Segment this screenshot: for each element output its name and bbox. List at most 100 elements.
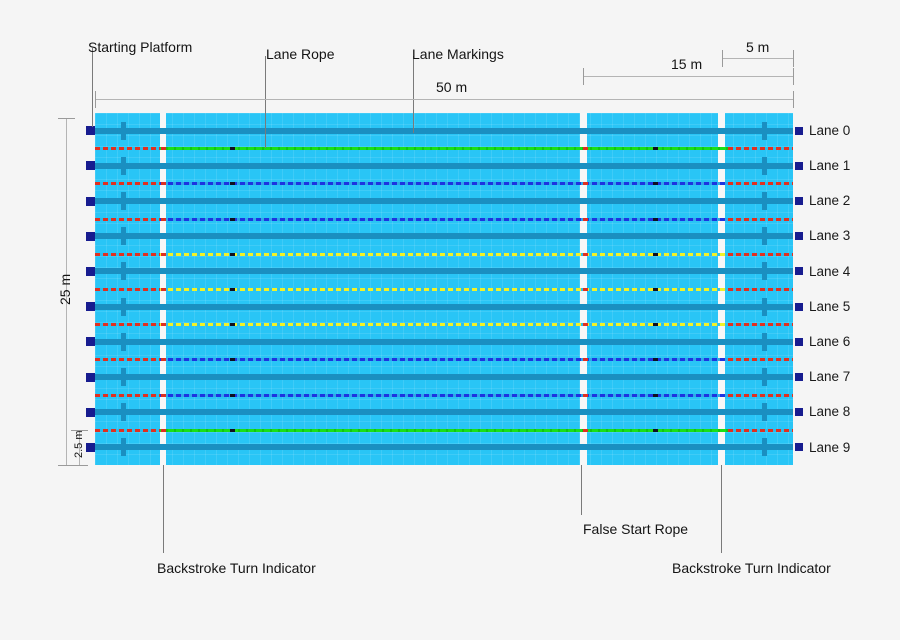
lane-marking <box>95 303 793 310</box>
leader-line-starting-platform <box>92 48 93 127</box>
rope-segment <box>728 288 793 291</box>
lane-marking <box>95 374 793 380</box>
leader-line-lane-rope <box>265 56 266 148</box>
lane-marking-tbar-right <box>762 156 767 175</box>
rope-segment <box>160 393 728 397</box>
lane-swatch-icon <box>795 373 803 381</box>
dimension-label-mark_15m: 15 m <box>671 56 703 72</box>
lane-marking-tbar-left <box>121 438 126 457</box>
rope-marker <box>161 288 166 291</box>
rope-segment <box>728 182 793 186</box>
rope-marker <box>230 393 235 397</box>
dimension-label-mark_5m: 5 m <box>746 39 770 55</box>
rope-marker <box>230 217 235 221</box>
lane-marking-tbar-right <box>762 438 767 457</box>
rope-marker <box>653 182 658 186</box>
rope-segment <box>160 217 728 221</box>
annotation-label-backstroke-turn-left: Backstroke Turn Indicator <box>157 560 316 576</box>
dimension-tick-length_50m-1 <box>793 91 794 108</box>
lane-legend-item-5: Lane 5 <box>795 299 850 315</box>
rope-marker <box>583 147 588 151</box>
starting-platform-9 <box>86 442 95 452</box>
rope-marker <box>230 358 235 362</box>
dimension-label-lane_2_5m: 2.5 m <box>73 430 85 458</box>
rope-segment <box>95 252 160 256</box>
rope-marker <box>583 252 588 256</box>
rope-marker <box>161 182 166 186</box>
lane-marking-tbar-right <box>762 262 767 281</box>
annotation-label-backstroke-turn-right: Backstroke Turn Indicator <box>672 560 831 576</box>
lane-legend-label: Lane 4 <box>809 263 851 279</box>
dimension-line-mark_5m <box>722 58 793 59</box>
lane-legend-item-9: Lane 9 <box>795 439 850 455</box>
rope-segment <box>728 358 793 362</box>
rope-marker <box>230 428 235 432</box>
lane-legend-item-6: Lane 6 <box>795 334 850 350</box>
starting-platform-4 <box>86 266 95 276</box>
lane-legend-item-7: Lane 7 <box>795 369 850 385</box>
starting-platform-6 <box>86 337 95 347</box>
rope-segment <box>95 323 160 327</box>
lane-legend-item-3: Lane 3 <box>795 228 850 244</box>
rope-marker <box>653 217 658 221</box>
leader-line-backstroke-turn-left <box>163 465 164 553</box>
rope-marker <box>653 358 658 362</box>
lane-marking-tbar-left <box>121 297 126 316</box>
lane-marking-tbar-right <box>762 121 767 140</box>
lane-rope-2 <box>95 217 793 221</box>
rope-marker <box>230 252 235 256</box>
rope-marker <box>161 217 166 221</box>
lane-marking-tbar-left <box>121 227 126 246</box>
rope-segment <box>728 323 793 327</box>
leader-line-backstroke-turn-right <box>721 465 722 553</box>
lane-marking <box>95 409 793 416</box>
lane-rope-5 <box>95 323 793 327</box>
rope-marker <box>583 323 588 327</box>
starting-platform-1 <box>86 161 95 171</box>
lane-legend-item-2: Lane 2 <box>795 193 850 209</box>
lane-marking-tbar-left <box>121 262 126 281</box>
lane-rope-8 <box>95 428 793 432</box>
dimension-line-length_50m <box>95 99 793 100</box>
annotation-label-false-start-rope: False Start Rope <box>583 521 689 537</box>
lane-legend-item-4: Lane 4 <box>795 263 850 279</box>
rope-segment <box>160 323 728 327</box>
lane-rope-0 <box>95 147 793 151</box>
starting-platform-8 <box>86 407 95 417</box>
lane-marking <box>95 127 793 134</box>
rope-marker <box>161 358 166 362</box>
dimension-label-width_25m: 25 m <box>57 273 73 305</box>
lane-marking <box>95 233 793 240</box>
lane-rope-4 <box>95 288 793 291</box>
rope-segment <box>95 217 160 221</box>
dimension-tick-width_25m-1 <box>58 465 75 466</box>
starting-platform-2 <box>86 196 95 206</box>
lane-marking <box>95 198 793 204</box>
rope-marker <box>161 323 166 327</box>
rope-segment <box>728 393 793 397</box>
rope-segment <box>160 252 728 256</box>
rope-marker <box>583 428 588 432</box>
dimension-line-mark_15m <box>583 76 793 77</box>
lane-swatch-icon <box>795 197 803 205</box>
rope-marker <box>583 358 588 362</box>
starting-platform-5 <box>86 302 95 312</box>
rope-segment <box>95 393 160 397</box>
rope-marker <box>653 428 658 432</box>
rope-marker <box>583 288 588 291</box>
rope-marker <box>583 182 588 186</box>
pool-water <box>95 113 793 465</box>
lane-marking <box>95 268 793 275</box>
annotation-label-lane-rope: Lane Rope <box>266 46 335 62</box>
rope-segment <box>160 147 728 151</box>
lane-rope-7 <box>95 393 793 397</box>
rope-marker <box>583 393 588 397</box>
lane-rope-1 <box>95 182 793 186</box>
dimension-tick-lane_2_5m-0 <box>71 430 88 431</box>
rope-segment <box>728 147 793 151</box>
lane-legend-label: Lane 1 <box>809 158 851 174</box>
rope-marker <box>653 323 658 327</box>
lane-legend-item-8: Lane 8 <box>795 404 850 420</box>
lane-marking-tbar-left <box>121 121 126 140</box>
